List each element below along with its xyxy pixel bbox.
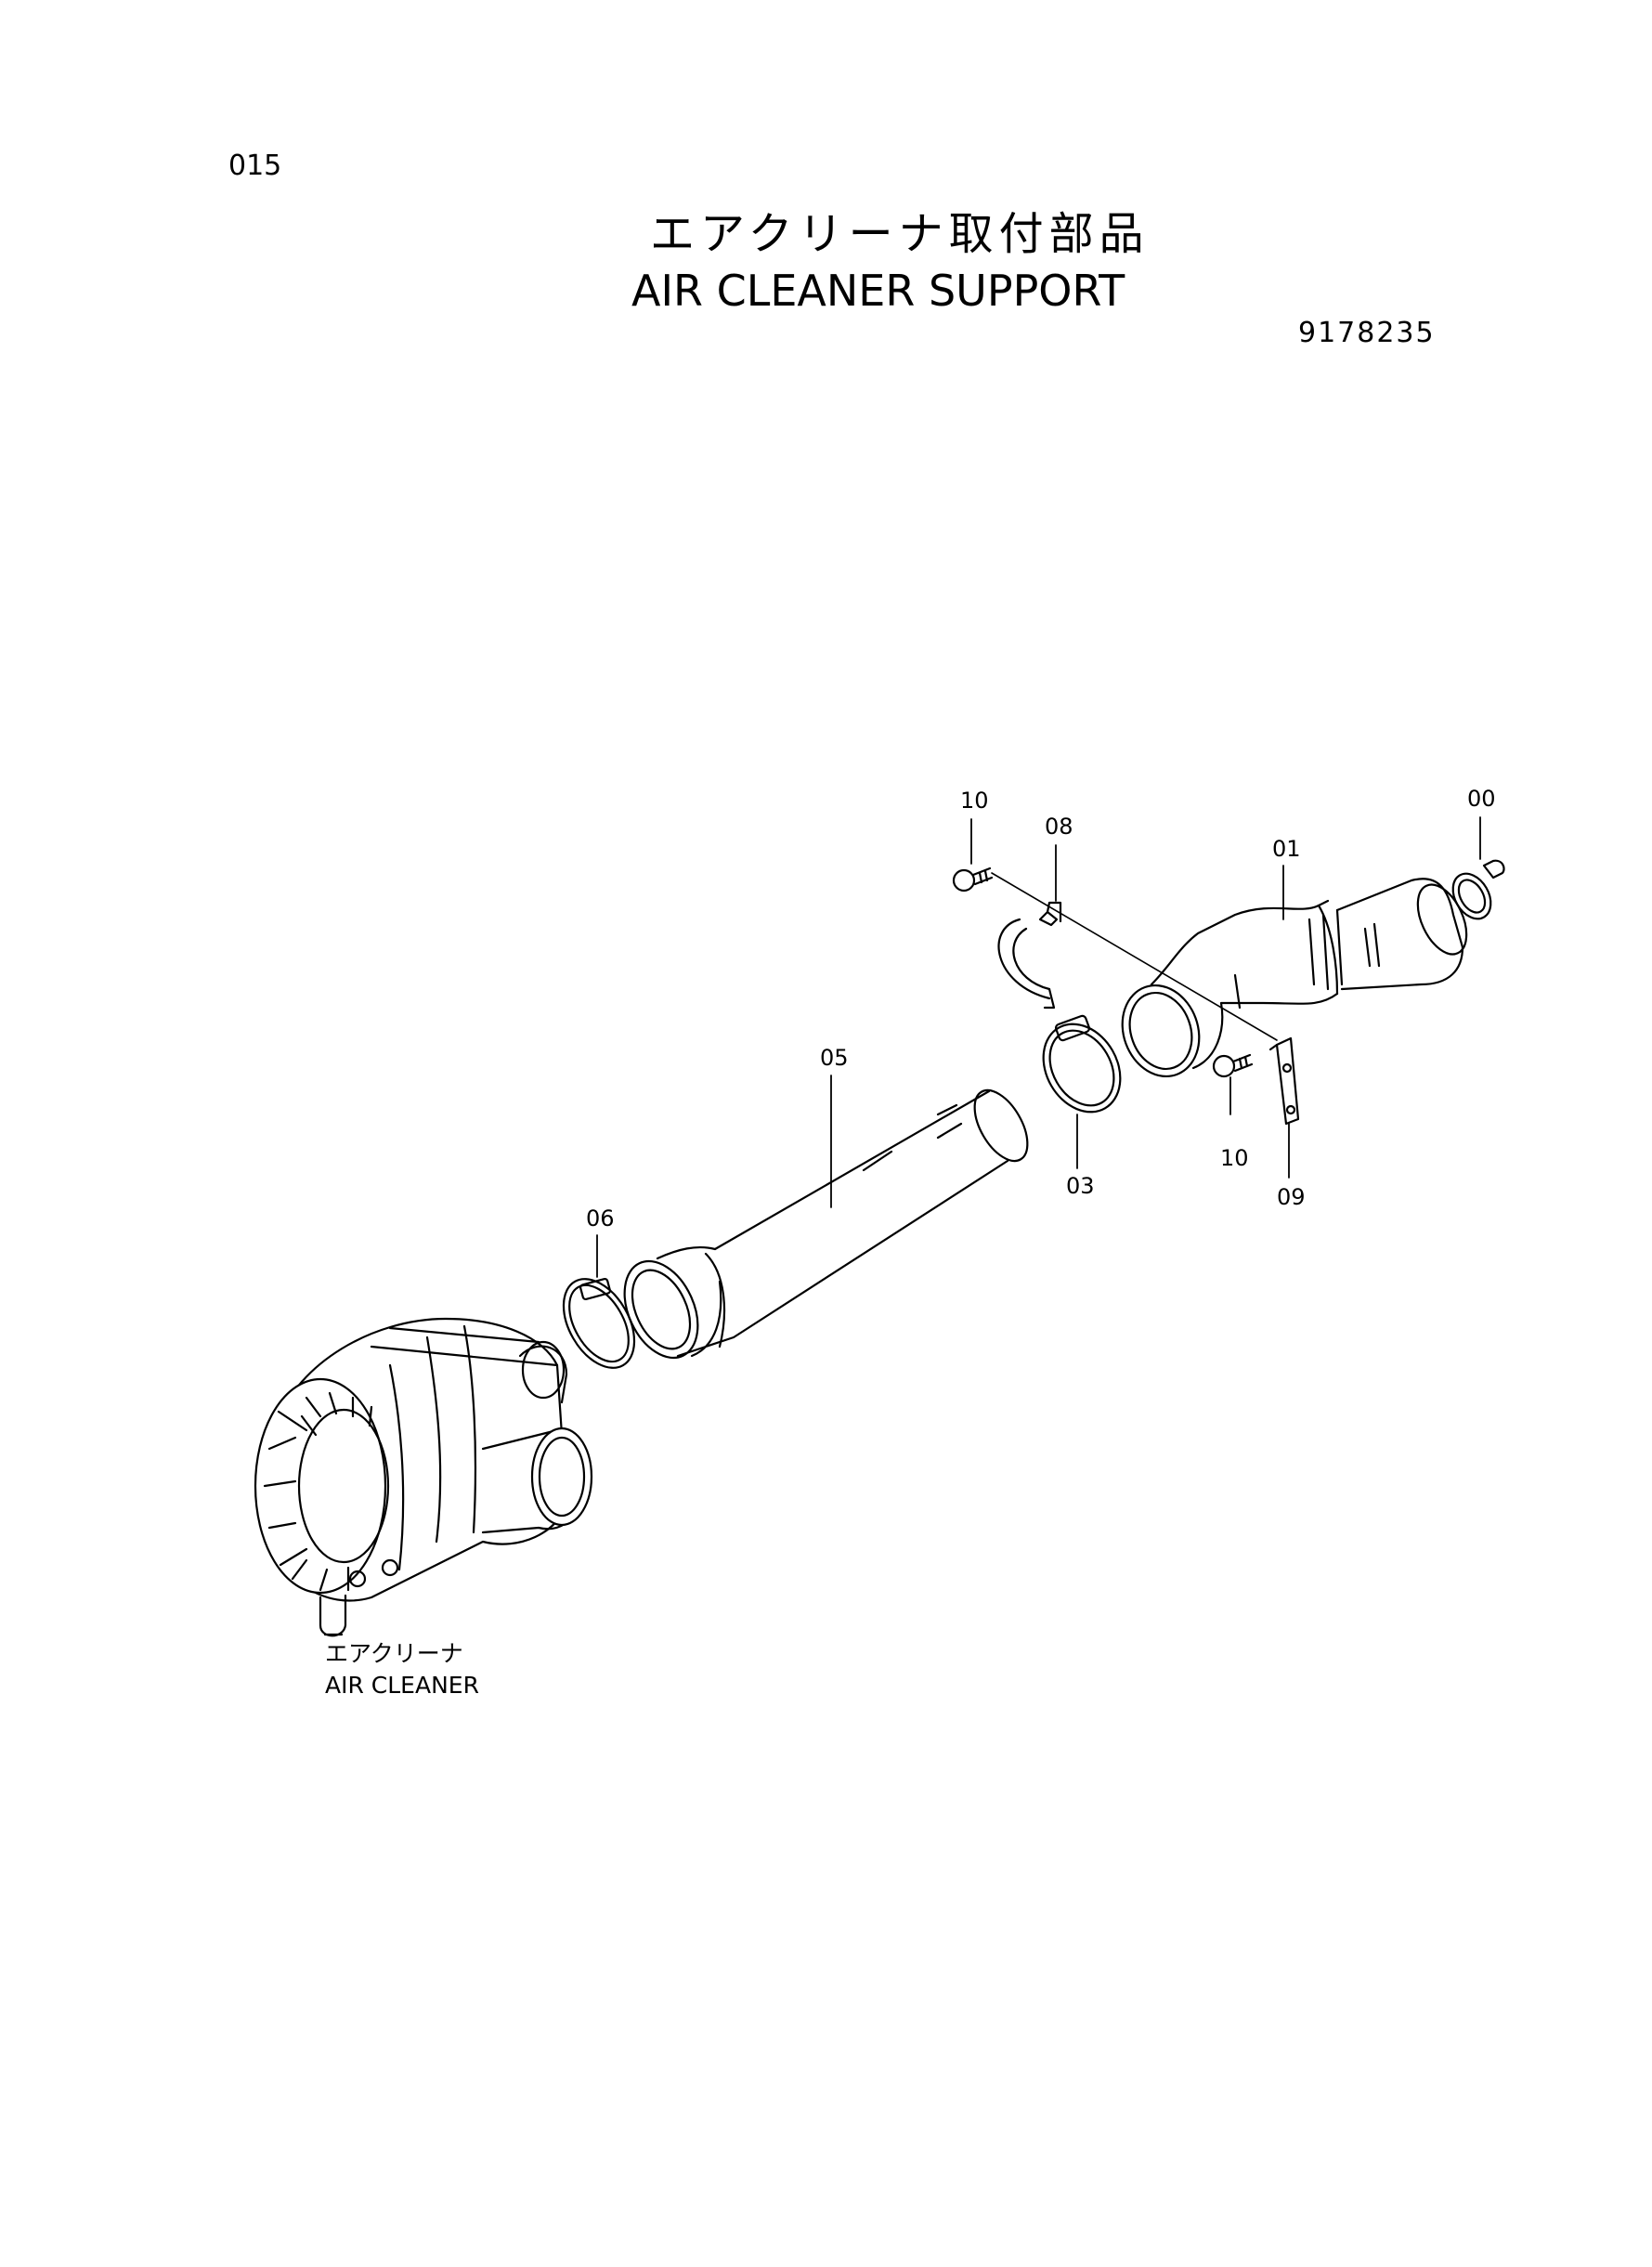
part-01-elbow-pipe <box>1121 878 1468 1078</box>
callout-01: 01 <box>1272 836 1301 862</box>
callout-09: 09 <box>1277 1184 1306 1210</box>
part-03-hose-clamp <box>1042 1014 1122 1114</box>
callout-08: 08 <box>1045 814 1073 840</box>
part-10-bolt-upper <box>952 866 994 892</box>
callout-03: 03 <box>1066 1173 1095 1199</box>
air-cleaner-label-japanese: エアクリーナ <box>325 1640 463 1667</box>
callout-10-upper: 10 <box>960 788 989 814</box>
assembly-guide-line <box>991 872 1278 1041</box>
callout-00: 00 <box>1467 786 1496 812</box>
part-10-bolt-lower <box>1212 1053 1254 1078</box>
callout-leaders <box>596 816 1481 1278</box>
part-09-stay <box>1268 1036 1300 1126</box>
part-08-bracket <box>997 901 1062 1010</box>
part-05-hose <box>623 1088 1029 1360</box>
page-number: 015 <box>228 150 282 182</box>
callout-10-lower: 10 <box>1220 1145 1249 1171</box>
page-title-english: AIR CLEANER SUPPORT <box>631 266 1125 316</box>
page-title-japanese: エアクリーナ取付部品 <box>650 208 1150 260</box>
callout-06: 06 <box>586 1205 615 1231</box>
part-00-seal-ring <box>1451 859 1505 920</box>
air-cleaner-label-english: AIR CLEANER <box>325 1672 479 1699</box>
catalog-number: 9178235 <box>1298 317 1436 349</box>
callout-05: 05 <box>820 1045 849 1071</box>
part-06-hose-clamp <box>562 1277 636 1369</box>
air-cleaner-assembly <box>254 1317 593 1637</box>
